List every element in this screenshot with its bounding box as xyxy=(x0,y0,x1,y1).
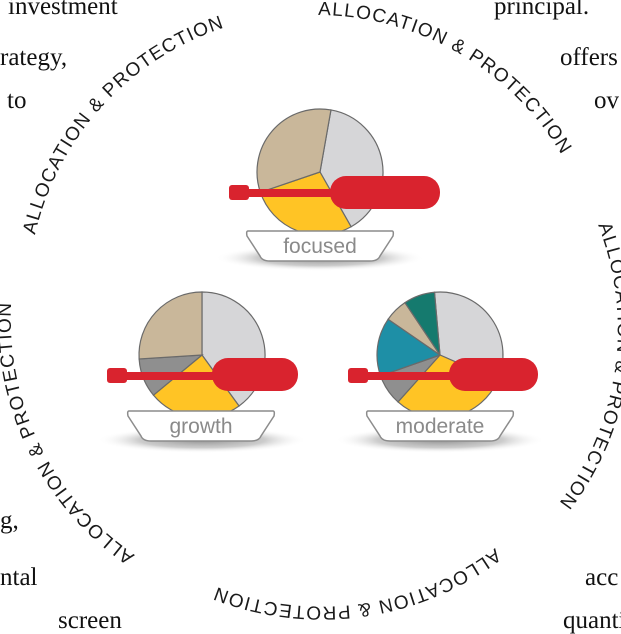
background-text-top-right: principal. xyxy=(494,0,590,20)
pie-chart-moderate xyxy=(376,291,504,419)
pie-slice xyxy=(138,291,203,360)
pie-chart-growth xyxy=(138,291,266,419)
allocation-diagram: ALLOCATION & PROTECTION ALLOCATION & PRO… xyxy=(0,0,621,620)
screwdriver-icon xyxy=(348,358,538,391)
background-text-bottom-right-1: acc xyxy=(585,564,619,591)
screwdriver-icon xyxy=(229,176,440,209)
plate-label-growth: growth xyxy=(169,415,232,438)
background-text-top-left: investment xyxy=(8,0,118,20)
portfolio-focused: focused xyxy=(215,108,440,271)
background-text-left-2: rategy, xyxy=(0,44,68,71)
plate xyxy=(365,410,515,442)
screwdriver-icon xyxy=(107,358,298,391)
portfolio-growth: growth xyxy=(97,291,307,453)
background-text-right-3: ov xyxy=(594,87,619,114)
background-text-bottom-left-2: ntal xyxy=(0,564,38,591)
plate-label-moderate: moderate xyxy=(396,415,485,438)
pie-slice xyxy=(404,291,441,356)
portfolio-moderate: moderate xyxy=(335,291,545,453)
plate-label-focused: focused xyxy=(283,235,357,258)
background-text-right-2: offers xyxy=(560,44,618,71)
pie-chart-focused xyxy=(256,108,384,236)
plate xyxy=(245,230,395,262)
diagram-backdrop xyxy=(3,2,619,618)
background-text-bottom-left-1: g, xyxy=(0,507,19,534)
background-text-left-3: to xyxy=(7,87,27,114)
plate xyxy=(126,410,276,442)
pie-slice xyxy=(256,108,332,194)
